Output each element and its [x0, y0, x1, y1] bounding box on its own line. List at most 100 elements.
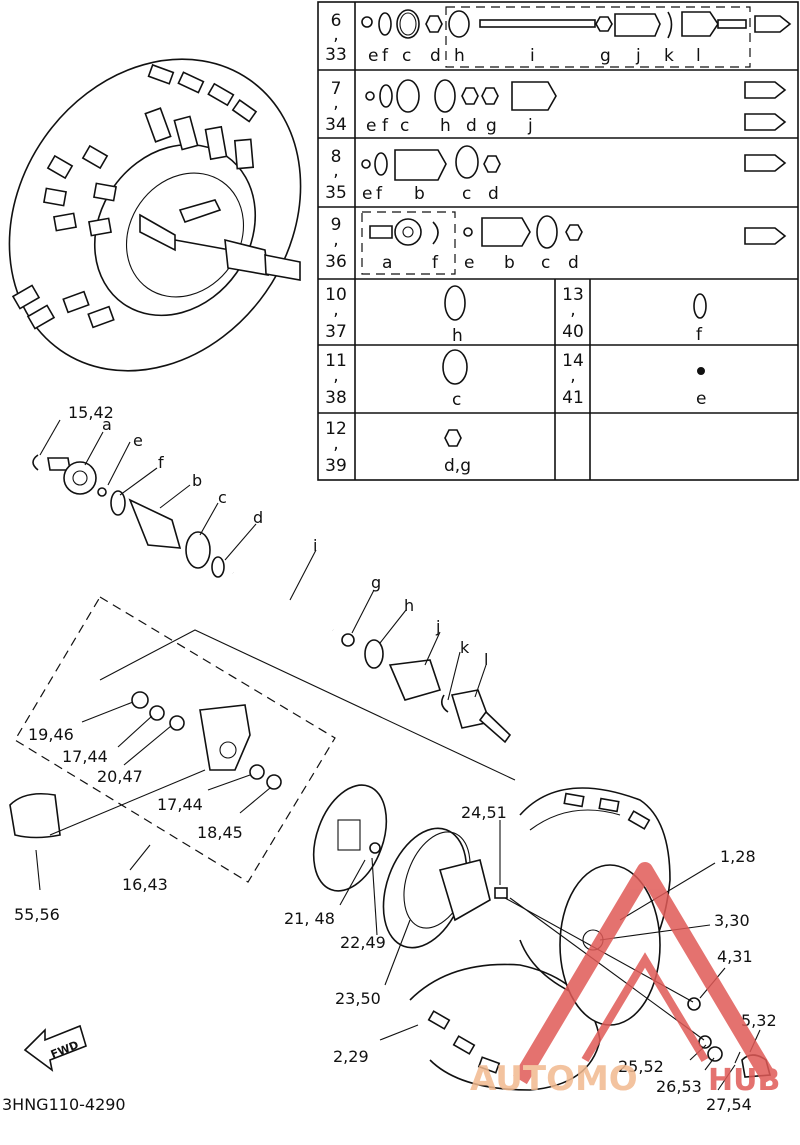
row9-part: d — [568, 253, 579, 273]
watermark-text-a: AUTOMO — [470, 1059, 638, 1099]
row11-sep: , — [333, 366, 338, 386]
band-c-icon — [442, 349, 468, 385]
callout-15-42: 15,42 — [68, 403, 114, 422]
row9-num: 9 — [331, 215, 342, 235]
row9-part-icons — [369, 215, 787, 249]
row12-num2: 39 — [325, 456, 347, 476]
row6-part: e — [368, 46, 378, 66]
callout-22-49: 22,49 — [340, 933, 386, 952]
row13-num: 13 — [562, 285, 584, 305]
callout-3-30: 3,30 — [714, 911, 750, 930]
callout-20-47: 20,47 — [97, 767, 143, 786]
row7-part: e — [366, 116, 376, 136]
ring-e-icon — [697, 367, 705, 375]
row12-part: d,g — [444, 456, 471, 476]
callout-18-45: 18,45 — [197, 823, 243, 842]
row10-sep: , — [333, 300, 338, 320]
row7-part: h — [440, 116, 451, 136]
row8-part: e — [362, 184, 372, 204]
callout-5-32: 5,32 — [741, 1011, 777, 1030]
callout-labels: 15,42 a e f b c d i g h j k l 19,46 17,4… — [14, 403, 777, 1114]
row9-part: e — [464, 253, 474, 273]
row9-num2: 36 — [325, 252, 347, 272]
row12-sep: , — [333, 434, 338, 454]
callout-c: c — [218, 488, 227, 507]
kit-table: 6 , 33 e f c d h i g j k l 7 , — [317, 1, 799, 481]
row6-part: c — [402, 46, 411, 66]
row9-part: a — [382, 253, 392, 273]
row10-num2: 37 — [325, 322, 347, 342]
row7-num2: 34 — [325, 115, 347, 135]
callout-55-56: 55,56 — [14, 905, 60, 924]
watermark-text-b: HUB — [708, 1063, 780, 1098]
knuckle-group — [9, 596, 516, 883]
callout-21-48: 21, 48 — [284, 909, 335, 928]
row6-part: k — [664, 46, 674, 66]
row12-num: 12 — [325, 419, 347, 439]
row7-part: d — [466, 116, 477, 136]
callout-i: i — [313, 536, 317, 555]
row9-part: b — [504, 253, 515, 273]
callout-25-52: 25,52 — [618, 1057, 664, 1076]
callout-l: l — [484, 650, 488, 669]
row9-sep: , — [333, 230, 338, 250]
callout-j: j — [435, 617, 440, 636]
row7-part-icons — [365, 79, 787, 131]
row7-part: j — [527, 116, 533, 136]
row8-num2: 35 — [325, 183, 347, 203]
row7-part: c — [400, 116, 409, 136]
row14-sep: , — [570, 366, 575, 386]
row6-num: 6 — [331, 11, 342, 31]
row6-part: d — [430, 46, 441, 66]
callout-d: d — [253, 508, 263, 527]
nut-dg-icon — [444, 429, 462, 447]
assembled-wheel-illustration — [8, 58, 302, 372]
callout-k: k — [460, 638, 470, 657]
row6-part-icons — [361, 9, 792, 39]
callout-19-46: 19,46 — [28, 725, 74, 744]
callout-1-28: 1,28 — [720, 847, 756, 866]
row13-part: f — [696, 325, 703, 345]
row6-part: j — [635, 46, 641, 66]
callout-b: b — [192, 471, 202, 490]
row14-num2: 41 — [562, 388, 584, 408]
callout-g: g — [371, 573, 381, 592]
leader-lines — [39, 419, 487, 701]
row11-part: c — [452, 390, 461, 410]
callout-h: h — [404, 596, 414, 615]
callout-17-44: 17,44 — [62, 747, 108, 766]
circlip-f-icon — [693, 293, 707, 319]
row9-part: c — [541, 253, 550, 273]
callout-a: a — [102, 415, 112, 434]
row8-num: 8 — [331, 147, 342, 167]
row10-num: 10 — [325, 285, 347, 305]
row14-part: e — [696, 389, 706, 409]
exploded-shaft — [32, 454, 512, 744]
row9-part: f — [432, 253, 439, 273]
row13-num2: 40 — [562, 322, 584, 342]
row7-sep: , — [333, 93, 338, 113]
callout-2-29: 2,29 — [333, 1047, 369, 1066]
row6-sep: , — [333, 25, 338, 45]
fwd-arrow: FWD — [23, 1024, 87, 1072]
callout-4-31: 4,31 — [717, 947, 753, 966]
callout-f: f — [158, 453, 164, 472]
callout-27-54: 27,54 — [706, 1095, 752, 1114]
diagram-code: 3HNG110-4290 — [2, 1095, 126, 1114]
row8-part: d — [488, 184, 499, 204]
row7-part: f — [382, 116, 389, 136]
row6-part: h — [454, 46, 465, 66]
callout-24-51: 24,51 — [461, 803, 507, 822]
watermark: AUTOMO HUB — [470, 862, 780, 1099]
row8-part: b — [414, 184, 425, 204]
clamp-h-icon — [444, 285, 466, 321]
row6-part: g — [600, 46, 611, 66]
callout-17-44-b: 17,44 — [157, 795, 203, 814]
row10-part: h — [452, 326, 463, 346]
row8-part: f — [376, 184, 383, 204]
row7-num: 7 — [331, 79, 342, 99]
row6-num2: 33 — [325, 45, 347, 65]
row6-part: i — [530, 46, 535, 66]
callout-26-53: 26,53 — [656, 1077, 702, 1096]
